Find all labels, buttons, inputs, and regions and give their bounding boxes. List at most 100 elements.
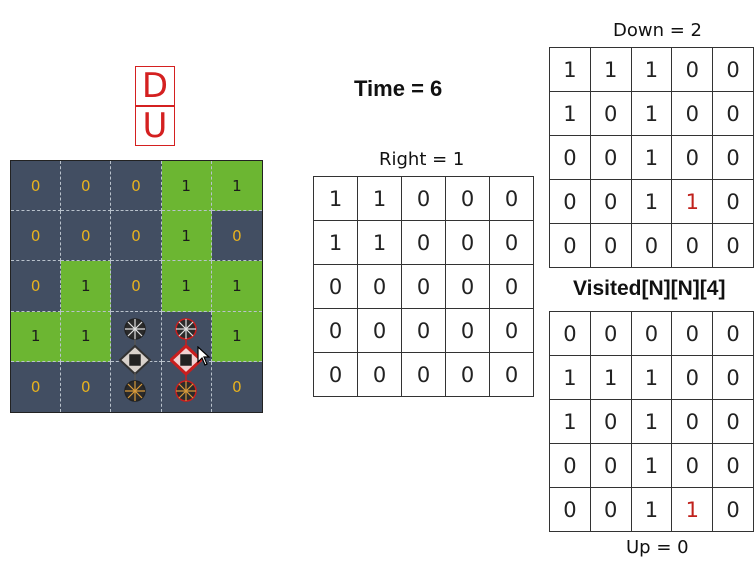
table-cell: 0 <box>589 399 632 444</box>
board-cell: 0 <box>61 211 112 262</box>
board-cell: 0 <box>11 211 62 262</box>
table-cell: 0 <box>489 264 534 309</box>
table-cell: 0 <box>630 311 673 356</box>
board-cell: 1 <box>211 311 262 362</box>
table-cell: 0 <box>671 443 714 488</box>
table-cell: 1 <box>313 220 358 265</box>
table-cell: 0 <box>445 264 490 309</box>
table-cell: 0 <box>712 487 754 532</box>
table-cell: 0 <box>589 179 632 224</box>
board-cell: 0 <box>11 261 62 312</box>
up-table-caption: Up = 0 <box>626 537 689 558</box>
table-cell: 0 <box>401 352 446 397</box>
table-cell: 0 <box>630 223 673 268</box>
table-cell: 0 <box>589 135 632 180</box>
table-cell: 1 <box>630 91 673 136</box>
table-cell: 0 <box>313 352 358 397</box>
table-cell: 0 <box>589 223 632 268</box>
board-cell: 0 <box>211 211 262 262</box>
table-cell: 0 <box>712 91 754 136</box>
visited-label: Visited[N][N][4] <box>573 277 726 300</box>
table-cell: 0 <box>671 311 714 356</box>
table-cell: 0 <box>357 352 402 397</box>
table-cell: 0 <box>401 308 446 353</box>
board-cell: 0 <box>211 361 262 412</box>
table-cell: 0 <box>357 264 402 309</box>
table-cell: 0 <box>589 443 632 488</box>
table-cell: 1 <box>357 220 402 265</box>
table-cell: 0 <box>671 47 714 92</box>
direction-letter-bottom: U <box>135 106 175 146</box>
direction-letter-top: D <box>135 66 175 106</box>
table-cell: 0 <box>445 176 490 221</box>
board-cell: 0 <box>111 211 162 262</box>
table-cell: 0 <box>445 352 490 397</box>
table-cell: 0 <box>712 135 754 180</box>
table-cell: 0 <box>671 135 714 180</box>
board-cell: 1 <box>61 261 112 312</box>
table-cell: 0 <box>589 311 632 356</box>
mouse-cursor-icon <box>197 346 211 366</box>
table-cell: 0 <box>671 399 714 444</box>
table-cell: 1 <box>589 355 632 400</box>
table-cell: 0 <box>489 308 534 353</box>
table-cell: 1 <box>630 47 673 92</box>
table-cell: 1 <box>549 399 591 444</box>
table-cell: 0 <box>401 176 446 221</box>
table-cell: 1 <box>630 135 673 180</box>
table-cell: 0 <box>549 311 591 356</box>
table-cell: 0 <box>549 179 591 224</box>
table-cell: 0 <box>401 264 446 309</box>
table-cell: 0 <box>445 220 490 265</box>
table-cell: 0 <box>589 91 632 136</box>
board-cell: 1 <box>61 311 112 362</box>
table-cell: 0 <box>489 352 534 397</box>
table-cell: 1 <box>630 487 673 532</box>
table-cell: 1 <box>313 176 358 221</box>
table-cell: 1 <box>549 47 591 92</box>
table-cell: 0 <box>489 220 534 265</box>
table-cell: 0 <box>712 399 754 444</box>
table-cell: 1 <box>589 47 632 92</box>
board-cell: 0 <box>61 361 112 412</box>
table-cell: 0 <box>712 223 754 268</box>
board-cell: 0 <box>11 161 62 212</box>
table-cell: 0 <box>671 91 714 136</box>
table-cell: 1 <box>357 176 402 221</box>
table-cell: 0 <box>401 220 446 265</box>
down-table-caption: Down = 2 <box>613 20 702 41</box>
table-cell: 0 <box>489 176 534 221</box>
table-cell: 0 <box>549 487 591 532</box>
board-cell: 1 <box>211 161 262 212</box>
table-cell: 0 <box>712 47 754 92</box>
right-table-caption: Right = 1 <box>379 149 465 170</box>
board-cell: 0 <box>11 361 62 412</box>
robot-icon-red <box>170 318 202 402</box>
table-cell: 1 <box>671 179 714 224</box>
table-cell: 0 <box>445 308 490 353</box>
table-cell: 1 <box>630 443 673 488</box>
table-cell: 0 <box>671 355 714 400</box>
table-cell: 0 <box>357 308 402 353</box>
robot-icon-gray <box>119 318 151 402</box>
table-cell: 0 <box>313 308 358 353</box>
table-cell: 0 <box>712 311 754 356</box>
time-label: Time = 6 <box>354 76 443 101</box>
board-cell: 0 <box>61 161 112 212</box>
table-cell: 0 <box>712 179 754 224</box>
